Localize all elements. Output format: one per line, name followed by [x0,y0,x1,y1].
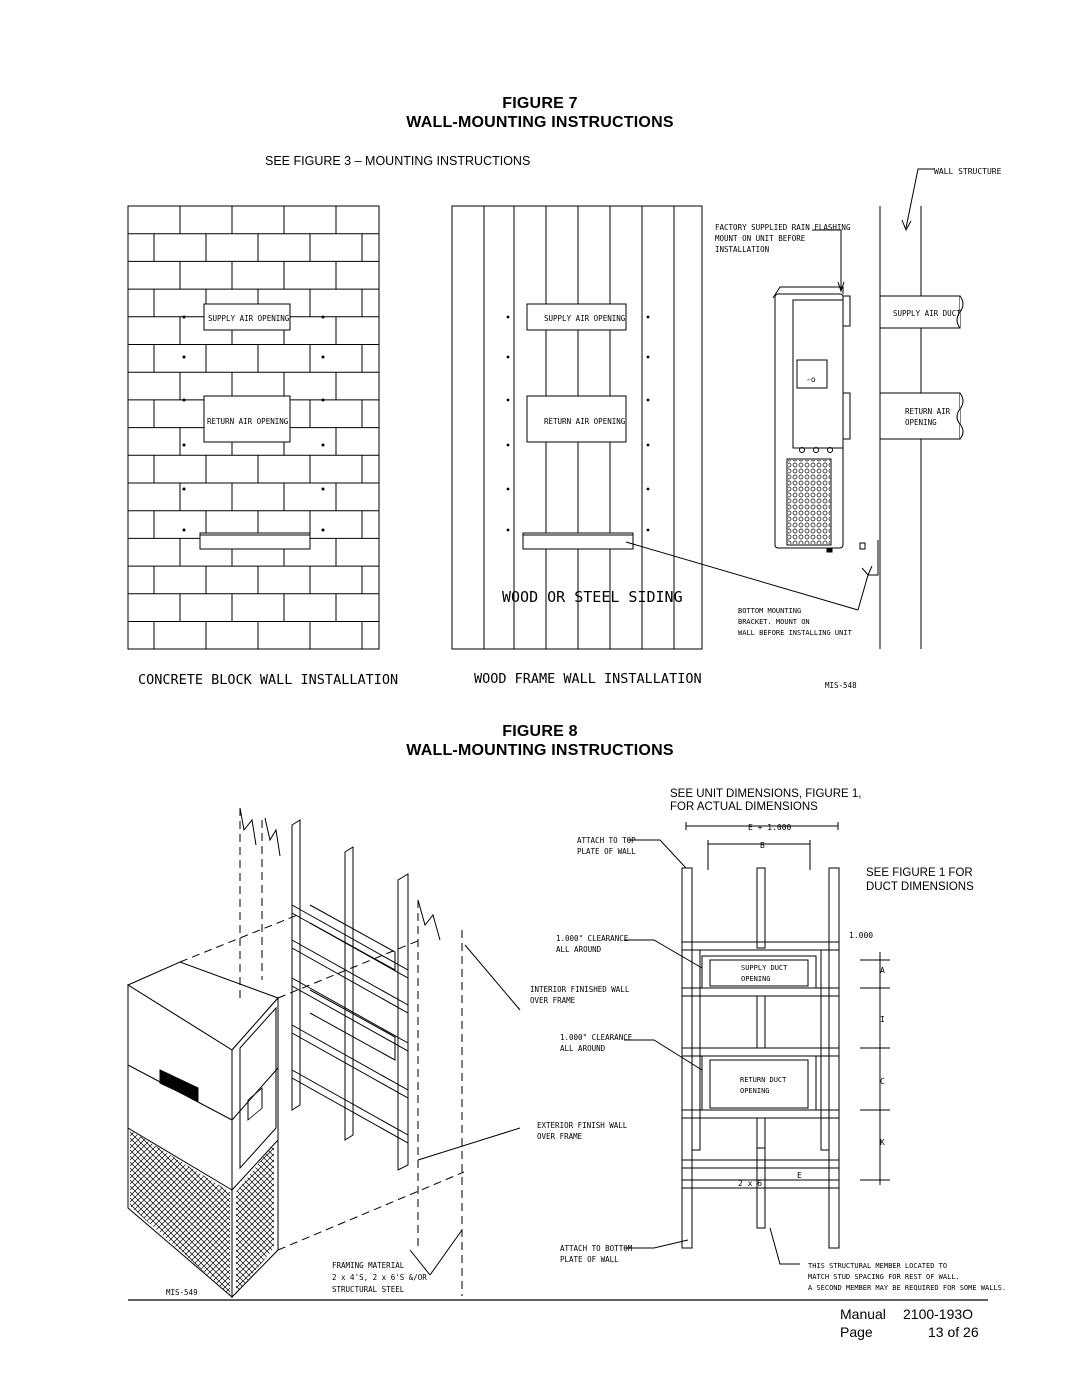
wall-structure-column [879,206,964,649]
figure-7-drawing-number: MIS-548 [825,681,857,690]
manual-label: Manual [840,1306,886,1322]
structural-member-label-3: A SECOND MEMBER MAY BE REQUIRED FOR SOME… [808,1284,1006,1292]
wood-caption: WOOD FRAME WALL INSTALLATION [474,671,702,687]
supply-duct-opening [701,955,817,989]
figure-8-title: WALL-MOUNTING INSTRUCTIONS [406,742,674,759]
return-air-label-2: OPENING [905,418,937,427]
clearance-1-label-1: 1.000" CLEARANCE [556,934,629,943]
framing-material-label-2: 2 x 4'S, 2 x 6'S &/OR [332,1273,427,1282]
wall-structure-label: WALL STRUCTURE [934,167,1002,176]
exterior-finish-label-1: EXTERIOR FINISH WALL [537,1121,628,1130]
figure-7-title: WALL-MOUNTING INSTRUCTIONS [406,114,674,131]
rain-flashing-label-2: MOUNT ON UNIT BEFORE [715,234,806,243]
bottom-bracket-label-1: BOTTOM MOUNTING [738,607,801,615]
clearance-2-label-2: ALL AROUND [560,1044,606,1053]
see-duct-dims-line-2: DUCT DIMENSIONS [866,881,974,893]
svg-text:-o: -o [806,375,816,384]
dim-e-plus-label: E + 1.000 [748,823,792,832]
clearance-1-label-2: ALL AROUND [556,945,602,954]
dim-k-label: K [880,1138,885,1147]
dim-c-label: C [880,1077,885,1086]
concrete-supply-label: SUPPLY AIR OPENING [208,314,290,323]
dim-e-label: E [797,1171,802,1180]
page-number: 13 of 26 [928,1324,979,1340]
structural-member-label-1: THIS STRUCTURAL MEMBER LOCATED TO [808,1262,947,1270]
supply-duct-label-2: OPENING [741,975,771,983]
wood-supply-label: SUPPLY AIR OPENING [544,314,626,323]
side-unit-grille [786,458,832,546]
figure-7-label: FIGURE 7 [502,95,578,112]
bottom-bracket-label-3: WALL BEFORE INSTALLING UNIT [738,629,853,637]
wood-return-label: RETURN AIR OPENING [544,417,626,426]
return-duct-opening [701,1055,817,1111]
see-duct-dims-line-1: SEE FIGURE 1 FOR [866,867,973,879]
attach-bottom-label-1: ATTACH TO BOTTOM [560,1244,633,1253]
concrete-caption: CONCRETE BLOCK WALL INSTALLATION [138,672,398,688]
figure-8-drawing-number: MIS-549 [166,1288,198,1297]
wood-supply-opening [526,303,627,331]
interior-finish-label-2: OVER FRAME [530,996,576,1005]
return-duct-label-2: OPENING [740,1087,770,1095]
attach-top-label-1: ATTACH TO TOP [577,836,636,845]
see-figure-3-note: SEE FIGURE 3 – MOUNTING INSTRUCTIONS [265,154,531,168]
side-view-unit: -o [772,286,866,553]
see-unit-dims-line-2: FOR ACTUAL DIMENSIONS [670,801,818,813]
page-label: Page [840,1324,873,1340]
dim-i-label: I [880,1015,885,1024]
wood-or-steel-siding-label: WOOD OR STEEL SIDING [502,588,683,606]
concrete-supply-opening [203,303,291,331]
elevation-frame [681,867,840,1249]
isometric-stud-frame [291,819,409,1171]
attach-bottom-label-2: PLATE OF WALL [560,1255,619,1264]
manual-number: 2100-193O [903,1306,974,1322]
exterior-finish-label-2: OVER FRAME [537,1132,583,1141]
wood-return-opening [526,395,627,443]
framing-material-label-1: FRAMING MATERIAL [332,1261,405,1270]
supply-duct-label-1: SUPPLY DUCT [741,964,788,972]
rain-flashing-label-1: FACTORY SUPPLIED RAIN FLASHING [715,223,851,232]
framing-material-label-3: STRUCTURAL STEEL [332,1285,405,1294]
dim-b-label: B [760,841,765,850]
structural-member-label-2: MATCH STUD SPACING FOR REST OF WALL. [808,1273,960,1281]
rain-flashing-label-3: INSTALLATION [715,245,769,254]
supply-air-duct-label: SUPPLY AIR DUCT [893,309,961,318]
return-air-label-1: RETURN AIR [905,407,951,416]
wood-bottom-bracket [522,532,634,550]
return-duct-label-1: RETURN DUCT [740,1076,787,1084]
interior-finish-label-1: INTERIOR FINISHED WALL [530,985,630,994]
two-by-six-label: 2 x 6 [738,1179,762,1188]
bottom-bracket-label-2: BRACKET. MOUNT ON [738,618,810,626]
dim-1000-label: 1.000 [849,931,873,940]
concrete-bottom-bracket [199,532,311,550]
attach-top-label-2: PLATE OF WALL [577,847,636,856]
concrete-return-opening [203,395,291,443]
figure-8-label: FIGURE 8 [502,723,578,740]
dim-a-label: A [880,966,885,975]
see-unit-dims-line-1: SEE UNIT DIMENSIONS, FIGURE 1, [670,788,862,800]
concrete-return-label: RETURN AIR OPENING [207,417,289,426]
clearance-2-label-1: 1.000" CLEARANCE [560,1033,633,1042]
